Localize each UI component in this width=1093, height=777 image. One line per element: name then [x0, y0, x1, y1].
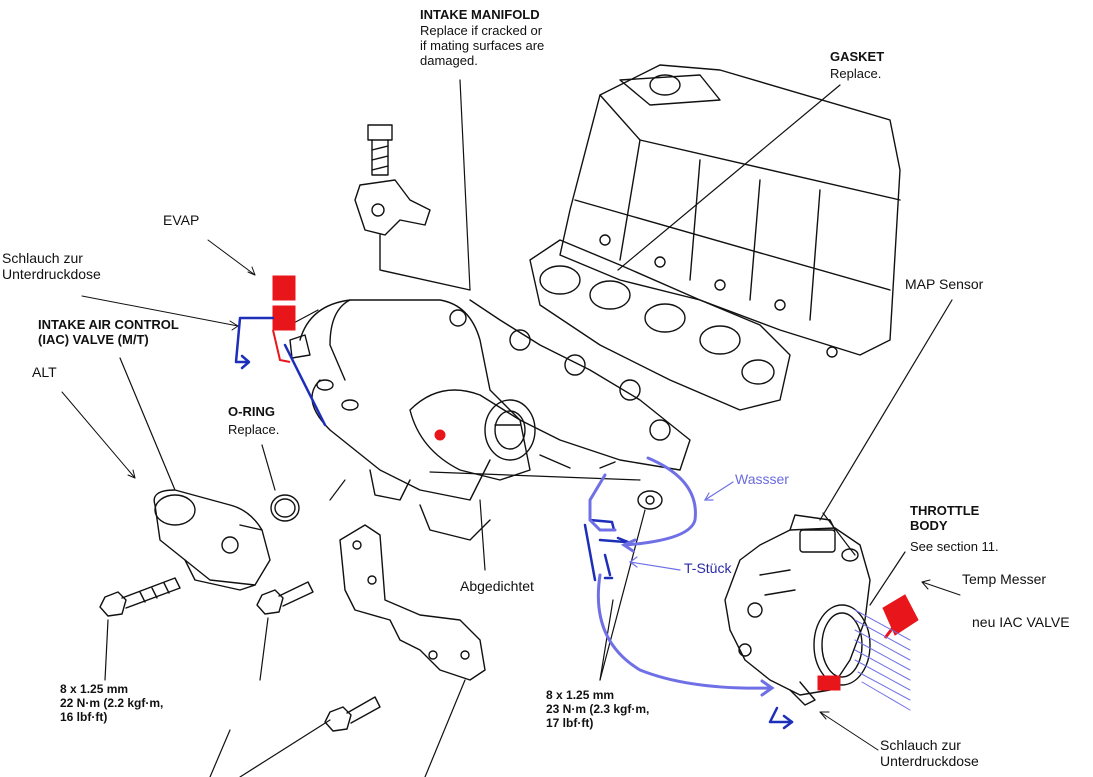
tstueck-hose [596, 573, 772, 690]
throttle-body-title: THROTTLE BODY [910, 503, 980, 533]
upper-bracket [354, 124, 471, 291]
tstueck-label: T-Stück [684, 560, 732, 576]
o-ring-title: O-RING [228, 404, 275, 419]
alt-label: ALT [32, 364, 57, 380]
water-hose-right [623, 456, 697, 547]
abgedichtet-label: Abgedichtet [460, 578, 534, 594]
sealed-port-marker [434, 429, 446, 441]
neu-iac-valve-label: neu IAC VALVE [972, 614, 1070, 630]
throttle-body-note: See section 11. [910, 539, 999, 554]
blue-annotations [234, 316, 794, 730]
intake-manifold-note: Replace if cracked or if mating surfaces… [420, 23, 545, 68]
throttle-body [724, 514, 871, 706]
gasket-note: Replace. [830, 66, 882, 81]
temp-sensor-marker [882, 594, 919, 636]
intake-manifold-title: INTAKE MANIFOLD [420, 7, 540, 22]
torque-spec-right: 8 x 1.25 mm 23 N·m (2.3 kgf·m, 17 lbf·ft… [546, 688, 650, 730]
manifold-gasket [529, 239, 791, 411]
bolt-left [99, 577, 181, 617]
evap-label: EVAP [163, 212, 200, 228]
schlauch-bottom-label: Schlauch zur Unterdruckdose [880, 737, 979, 770]
o-ring-note: Replace. [228, 422, 280, 437]
evap-marker [272, 275, 296, 301]
gasket-title: GASKET [830, 49, 885, 64]
hose-annotations [588, 456, 911, 711]
torque-spec-left: 8 x 1.25 mm 22 N·m (2.2 kgf·m, 16 lbf·ft… [60, 682, 164, 724]
bolt-middle [256, 581, 314, 615]
new-iac-marker [817, 675, 841, 691]
iac-valve [153, 489, 271, 591]
bolt-bottom [324, 696, 381, 732]
water-hose-left [588, 473, 617, 532]
intake-manifold-body [289, 299, 691, 541]
schlauch-marker [272, 305, 296, 331]
lower-bracket [339, 524, 486, 681]
schlauch-top-label: Schlauch zur Unterdruckdose [2, 250, 101, 283]
o-ring [270, 494, 300, 522]
cylinder-head [559, 64, 901, 358]
pointer-arrows [61, 239, 961, 751]
red-annotations [272, 275, 919, 691]
map-sensor-label: MAP Sensor [905, 276, 984, 292]
iac-valve-title: INTAKE AIR CONTROL (IAC) VALVE (M/T) [38, 317, 179, 347]
iac-hatching [854, 609, 911, 711]
temp-messer-label: Temp Messer [962, 571, 1047, 587]
wassser-label: Wassser [735, 471, 789, 487]
